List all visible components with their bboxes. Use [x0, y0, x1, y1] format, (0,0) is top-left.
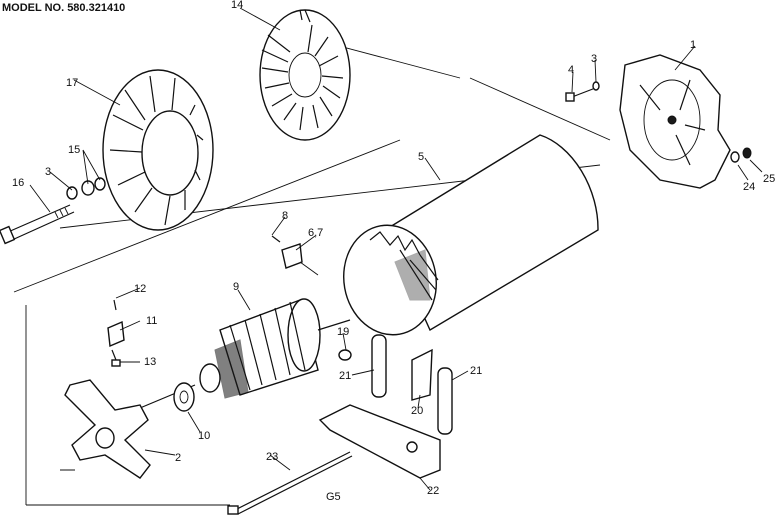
- callout-24: 24: [743, 181, 755, 193]
- callout-3-left: 3: [45, 166, 51, 178]
- callout-21-right: 21: [470, 365, 482, 377]
- model-number-title: MODEL NO. 580.321410: [2, 2, 125, 14]
- callout-23: 23: [266, 451, 278, 463]
- bearing-part: [173, 382, 195, 412]
- callout-14: 14: [231, 0, 243, 11]
- mounting-brackets: [318, 334, 453, 479]
- housing-cylinder-part: [343, 134, 599, 336]
- fan-part: [259, 9, 351, 141]
- callout-4: 4: [568, 64, 574, 76]
- callout-19: 19: [337, 326, 349, 338]
- callout-22: 22: [427, 485, 439, 497]
- callout-3-upper: 3: [591, 53, 597, 65]
- callout-15: 15: [68, 144, 80, 156]
- through-bolt-part: [0, 204, 75, 245]
- callout-6-7: 6,7: [308, 227, 323, 239]
- footer-code: G5: [326, 491, 341, 503]
- callout-13: 13: [144, 356, 156, 368]
- shroud-part: [102, 69, 214, 231]
- callout-12: 12: [134, 283, 146, 295]
- armature-part: [139, 298, 351, 409]
- callout-10: 10: [198, 430, 210, 442]
- nut-right: [730, 147, 752, 163]
- callout-2: 2: [175, 452, 181, 464]
- callout-25: 25: [763, 173, 775, 185]
- long-bolt-part: [227, 451, 353, 515]
- screw-upper-right: [565, 81, 600, 102]
- callout-5: 5: [418, 151, 424, 163]
- assembly-outline: [13, 32, 461, 506]
- callout-17: 17: [66, 77, 78, 89]
- brush-assembly-part: [107, 299, 125, 367]
- brush-holder-part: [271, 235, 319, 276]
- callout-20: 20: [411, 405, 423, 417]
- callout-9: 9: [233, 281, 239, 293]
- washers-left: [66, 177, 106, 200]
- end-bell-part: [619, 54, 731, 189]
- end-plate-part: [64, 379, 151, 479]
- callout-21-left: 21: [339, 370, 351, 382]
- callout-8: 8: [282, 210, 288, 222]
- callout-16: 16: [12, 177, 24, 189]
- leader-lines: [29, 7, 763, 491]
- axis-line-upper: [469, 77, 611, 141]
- callout-11: 11: [146, 315, 157, 327]
- callout-1: 1: [690, 39, 696, 51]
